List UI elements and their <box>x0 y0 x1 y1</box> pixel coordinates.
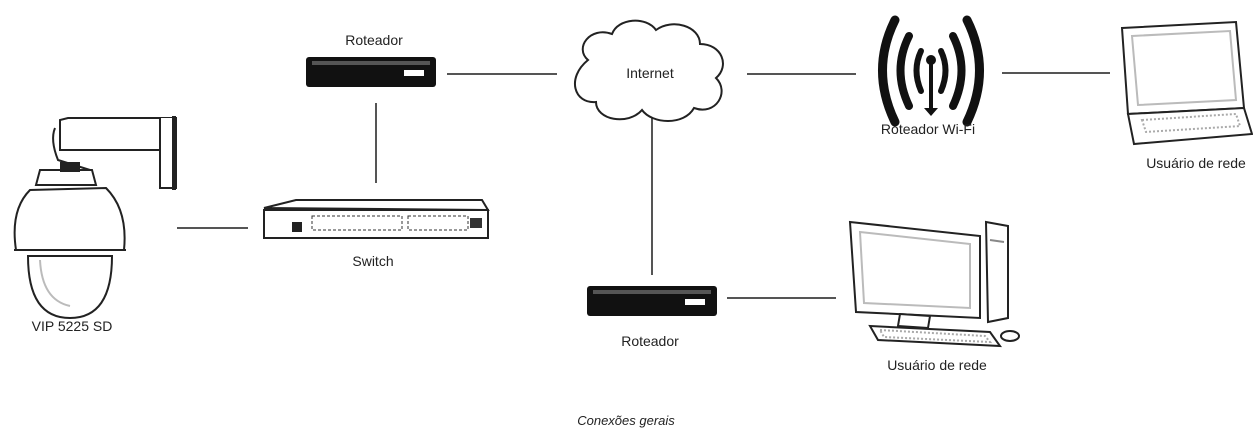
label-camera: VIP 5225 SD <box>32 318 113 334</box>
desktop-computer-icon <box>848 220 1020 348</box>
router-icon <box>306 57 436 87</box>
network-switch-icon <box>263 199 490 239</box>
connections <box>177 72 1110 299</box>
wifi-antenna-icon <box>878 15 984 127</box>
label-user-laptop: Usuário de rede <box>1146 155 1246 171</box>
label-router-bottom: Roteador <box>621 333 679 349</box>
diagram-caption: Conexões gerais <box>577 413 675 428</box>
router-icon <box>587 286 717 316</box>
label-router-top: Roteador <box>345 32 403 48</box>
label-internet: Internet <box>626 65 674 81</box>
label-switch: Switch <box>352 253 393 269</box>
cloud-icon <box>574 19 724 122</box>
ptz-dome-camera-icon <box>13 116 177 320</box>
laptop-icon <box>1120 20 1253 146</box>
label-router-wifi: Roteador Wi-Fi <box>881 121 975 137</box>
label-user-desktop: Usuário de rede <box>887 357 987 373</box>
